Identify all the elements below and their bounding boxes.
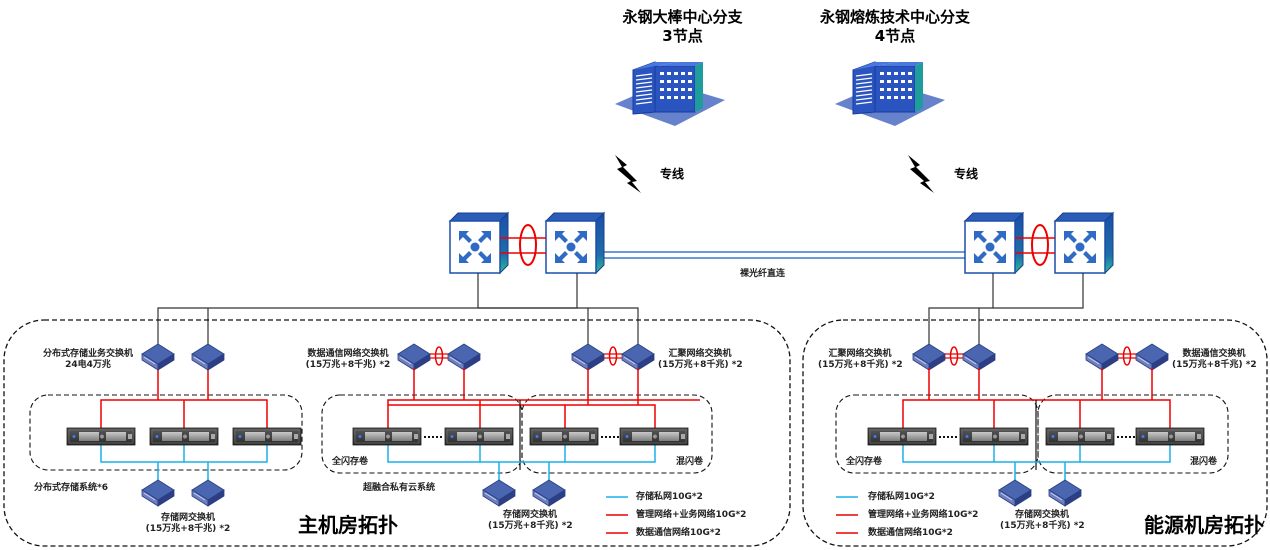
leased-line-label-2: 专线 bbox=[954, 167, 979, 181]
energy-hybrid-flash-server-1[interactable] bbox=[1045, 427, 1115, 446]
energy-room-title: 能源机房拓扑 bbox=[1144, 513, 1264, 537]
energy-all-flash-server-1[interactable] bbox=[867, 427, 937, 446]
data-comm-switch-1[interactable] bbox=[397, 343, 431, 371]
energy-aggregation-switch-1[interactable] bbox=[912, 343, 946, 371]
hci-storage-switch-1[interactable] bbox=[482, 479, 516, 507]
core-switch-energy-1[interactable] bbox=[964, 212, 1024, 274]
energy-aggregation-switch-2[interactable] bbox=[962, 343, 996, 371]
core-switch-main-2[interactable] bbox=[545, 212, 605, 274]
energy-hybrid-flash-group bbox=[1037, 394, 1229, 474]
distributed-storage-group bbox=[29, 394, 303, 471]
energy-all-flash-group bbox=[835, 394, 1039, 474]
site-title-2: 永钢熔炼技术中心分支 4节点 bbox=[800, 8, 990, 46]
dist-storage-system-label: 分布式存储系统*6 bbox=[34, 483, 108, 493]
branch-building-icon-1 bbox=[614, 61, 726, 127]
energy-storage-switch-2[interactable] bbox=[1048, 479, 1082, 507]
hybrid-flash-server-2[interactable] bbox=[619, 427, 689, 446]
aggregation-switch-1[interactable] bbox=[571, 343, 605, 371]
aggregation-switch-2[interactable] bbox=[621, 343, 655, 371]
hci-system-label: 超融合私有云系统 bbox=[363, 483, 436, 493]
all-flash-server-2[interactable] bbox=[444, 427, 514, 446]
leased-line-label-1: 专线 bbox=[660, 167, 685, 181]
energy-hybrid-flash-label: 混闪卷 bbox=[1190, 457, 1218, 467]
fiber-label: 裸光纤直连 bbox=[740, 269, 786, 279]
energy-data-comm-switch-1[interactable] bbox=[1085, 343, 1119, 371]
core-switch-energy-2[interactable] bbox=[1054, 212, 1114, 274]
hybrid-flash-label: 混闪卷 bbox=[676, 457, 704, 467]
site-name: 永钢熔炼技术中心分支 bbox=[819, 8, 970, 26]
dist-storage-switch-2[interactable] bbox=[191, 343, 225, 371]
legend-storage-label: 存储私网10G*2 bbox=[636, 492, 703, 502]
energy-aggregation-switch-label: 汇聚网络交换机 (15万兆+8千兆) *2 bbox=[818, 349, 903, 370]
energy-room-boundary bbox=[802, 319, 1268, 547]
energy-storage-switch-label: 存储网交换机 (15万兆+8千兆) *2 bbox=[1000, 510, 1085, 531]
data-comm-switch-2[interactable] bbox=[447, 343, 481, 371]
energy-legend-datacomm-label: 数据通信网络10G*2 bbox=[868, 528, 953, 538]
energy-all-flash-server-2[interactable] bbox=[959, 427, 1029, 446]
energy-legend-mgmt-label: 管理网络+业务网络10G*2 bbox=[868, 510, 979, 520]
all-flash-server-1[interactable] bbox=[352, 427, 422, 446]
site-nodes: 4节点 bbox=[874, 27, 916, 45]
lightning-icon-1 bbox=[615, 155, 641, 193]
legend-mgmt-label: 管理网络+业务网络10G*2 bbox=[636, 510, 747, 520]
hybrid-flash-server-1[interactable] bbox=[529, 427, 599, 446]
dist-storage-server-1[interactable] bbox=[66, 427, 136, 446]
dist-storage-switch-label: 分布式存储业务交换机 24电4万兆 bbox=[42, 349, 133, 370]
energy-data-comm-switch-label: 数据通信交换机 (15万兆+8千兆) *2 bbox=[1172, 349, 1257, 370]
site-name: 永钢大棒中心分支 bbox=[622, 8, 743, 26]
link-aggregation-icon bbox=[519, 224, 537, 266]
core-switch-main-1[interactable] bbox=[449, 212, 509, 274]
dist-storage-net-switch-1[interactable] bbox=[141, 479, 175, 507]
lightning-icon-2 bbox=[908, 155, 934, 193]
aggregation-switch-label: 汇聚网络交换机 (15万兆+8千兆) *2 bbox=[658, 349, 743, 370]
legend-datacomm-label: 数据通信网络10G*2 bbox=[636, 528, 721, 538]
hci-storage-switch-2[interactable] bbox=[532, 479, 566, 507]
dist-storage-server-3[interactable] bbox=[232, 427, 302, 446]
branch-building-icon-2 bbox=[834, 61, 946, 127]
all-flash-label: 全闪存卷 bbox=[332, 457, 369, 467]
all-flash-group bbox=[321, 394, 523, 474]
energy-legend-storage-label: 存储私网10G*2 bbox=[868, 492, 935, 502]
energy-hybrid-flash-server-2[interactable] bbox=[1135, 427, 1205, 446]
site-nodes: 3节点 bbox=[662, 27, 703, 45]
hybrid-flash-group bbox=[521, 394, 713, 474]
dist-storage-net-switch-2[interactable] bbox=[191, 479, 225, 507]
main-room-boundary bbox=[3, 319, 791, 547]
dist-storage-net-switch-label: 存储网交换机 (15万兆+8千兆) *2 bbox=[145, 513, 231, 534]
site-title-1: 永钢大棒中心分支 3节点 bbox=[600, 8, 765, 46]
dist-storage-server-2[interactable] bbox=[149, 427, 219, 446]
energy-storage-switch-1[interactable] bbox=[998, 479, 1032, 507]
dist-storage-switch-1[interactable] bbox=[141, 343, 175, 371]
main-room-title: 主机房拓扑 bbox=[298, 513, 398, 537]
data-comm-switch-label: 数据通信网络交换机 (15万兆+8千兆) *2 bbox=[305, 349, 391, 370]
link-aggregation-icon bbox=[1031, 224, 1049, 266]
energy-all-flash-label: 全闪存卷 bbox=[846, 457, 883, 467]
hci-storage-switch-label: 存储网交换机 (15万兆+8千兆) *2 bbox=[488, 510, 573, 531]
energy-data-comm-switch-2[interactable] bbox=[1135, 343, 1169, 371]
